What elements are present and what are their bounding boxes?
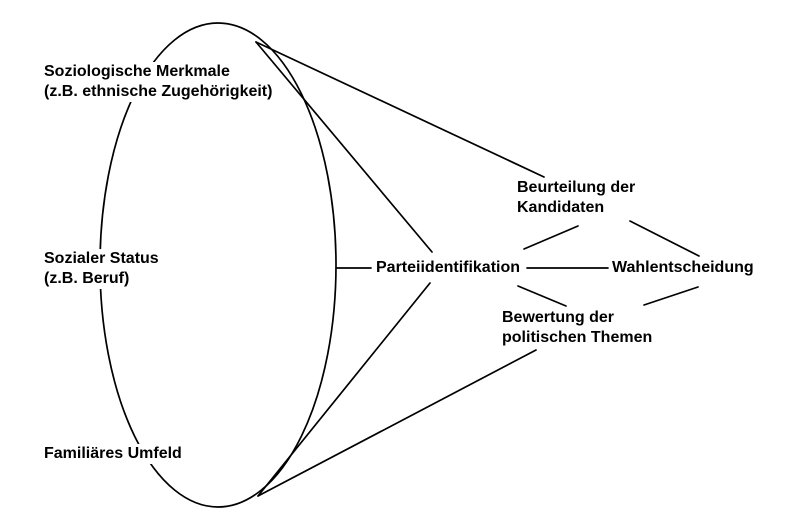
edge-parteiidentifikation-to-kandidaten xyxy=(523,225,579,250)
edge-parteiidentifikation-to-themen xyxy=(517,285,567,307)
label-soziologische-merkmale: Soziologische Merkmale (z.B. ethnische Z… xyxy=(44,62,273,102)
label-familiaeres-umfeld-line1: Familiäres Umfeld xyxy=(44,445,182,462)
label-beurteilung-kandidaten-line1: Beurteilung der xyxy=(517,179,636,196)
label-parteiidentifikation-line1: Parteiidentifikation xyxy=(376,259,521,276)
label-familiaeres-umfeld: Familiäres Umfeld xyxy=(44,444,182,464)
label-soziologische-merkmale-line1: Soziologische Merkmale xyxy=(44,63,230,80)
label-bewertung-themen-line2: politischen Themen xyxy=(502,329,653,346)
label-beurteilung-kandidaten: Beurteilung der Kandidaten xyxy=(517,178,636,218)
edge-funnel-bottom-to-parteiidentifikation xyxy=(257,282,431,497)
label-bewertung-themen: Bewertung der politischen Themen xyxy=(502,308,653,348)
label-sozialer-status-line1: Sozialer Status xyxy=(44,250,159,267)
label-bewertung-themen-line1: Bewertung der xyxy=(502,309,615,326)
label-soziologische-merkmale-line2: (z.B. ethnische Zugehörigkeit) xyxy=(44,83,273,100)
edge-funnel-top-to-kandidaten xyxy=(255,41,545,178)
edge-themen-to-wahlentscheidung xyxy=(643,286,699,306)
edge-funnel-top-to-parteiidentifikation xyxy=(255,41,433,253)
label-sozialer-status-line2: (z.B. Beruf) xyxy=(44,270,130,287)
edge-funnel-bottom-to-themen xyxy=(257,349,537,497)
label-wahlentscheidung: Wahlentscheidung xyxy=(612,258,754,278)
label-parteiidentifikation: Parteiidentifikation xyxy=(376,258,521,278)
label-sozialer-status: Sozialer Status (z.B. Beruf) xyxy=(44,249,159,289)
label-beurteilung-kandidaten-line2: Kandidaten xyxy=(517,199,605,216)
label-wahlentscheidung-line1: Wahlentscheidung xyxy=(612,259,754,276)
edge-kandidaten-to-wahlentscheidung xyxy=(629,220,700,257)
